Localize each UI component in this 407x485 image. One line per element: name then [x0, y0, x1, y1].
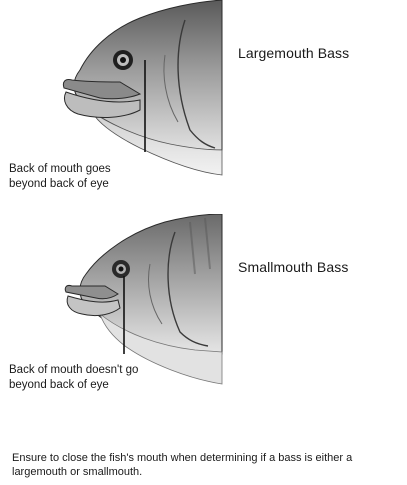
instruction-note: Ensure to close the fish's mouth when de…	[12, 451, 402, 479]
species-label-smallmouth: Smallmouth Bass	[238, 259, 348, 275]
caption-largemouth-line1: Back of mouth goes	[9, 162, 169, 177]
caption-smallmouth-line1: Back of mouth doesn't go	[9, 363, 169, 378]
species-label-largemouth: Largemouth Bass	[238, 45, 349, 61]
caption-largemouth: Back of mouth goes beyond back of eye	[9, 162, 169, 192]
caption-smallmouth-line2: beyond back of eye	[9, 378, 169, 393]
caption-smallmouth: Back of mouth doesn't go beyond back of …	[9, 363, 169, 393]
caption-largemouth-line2: beyond back of eye	[9, 177, 169, 192]
